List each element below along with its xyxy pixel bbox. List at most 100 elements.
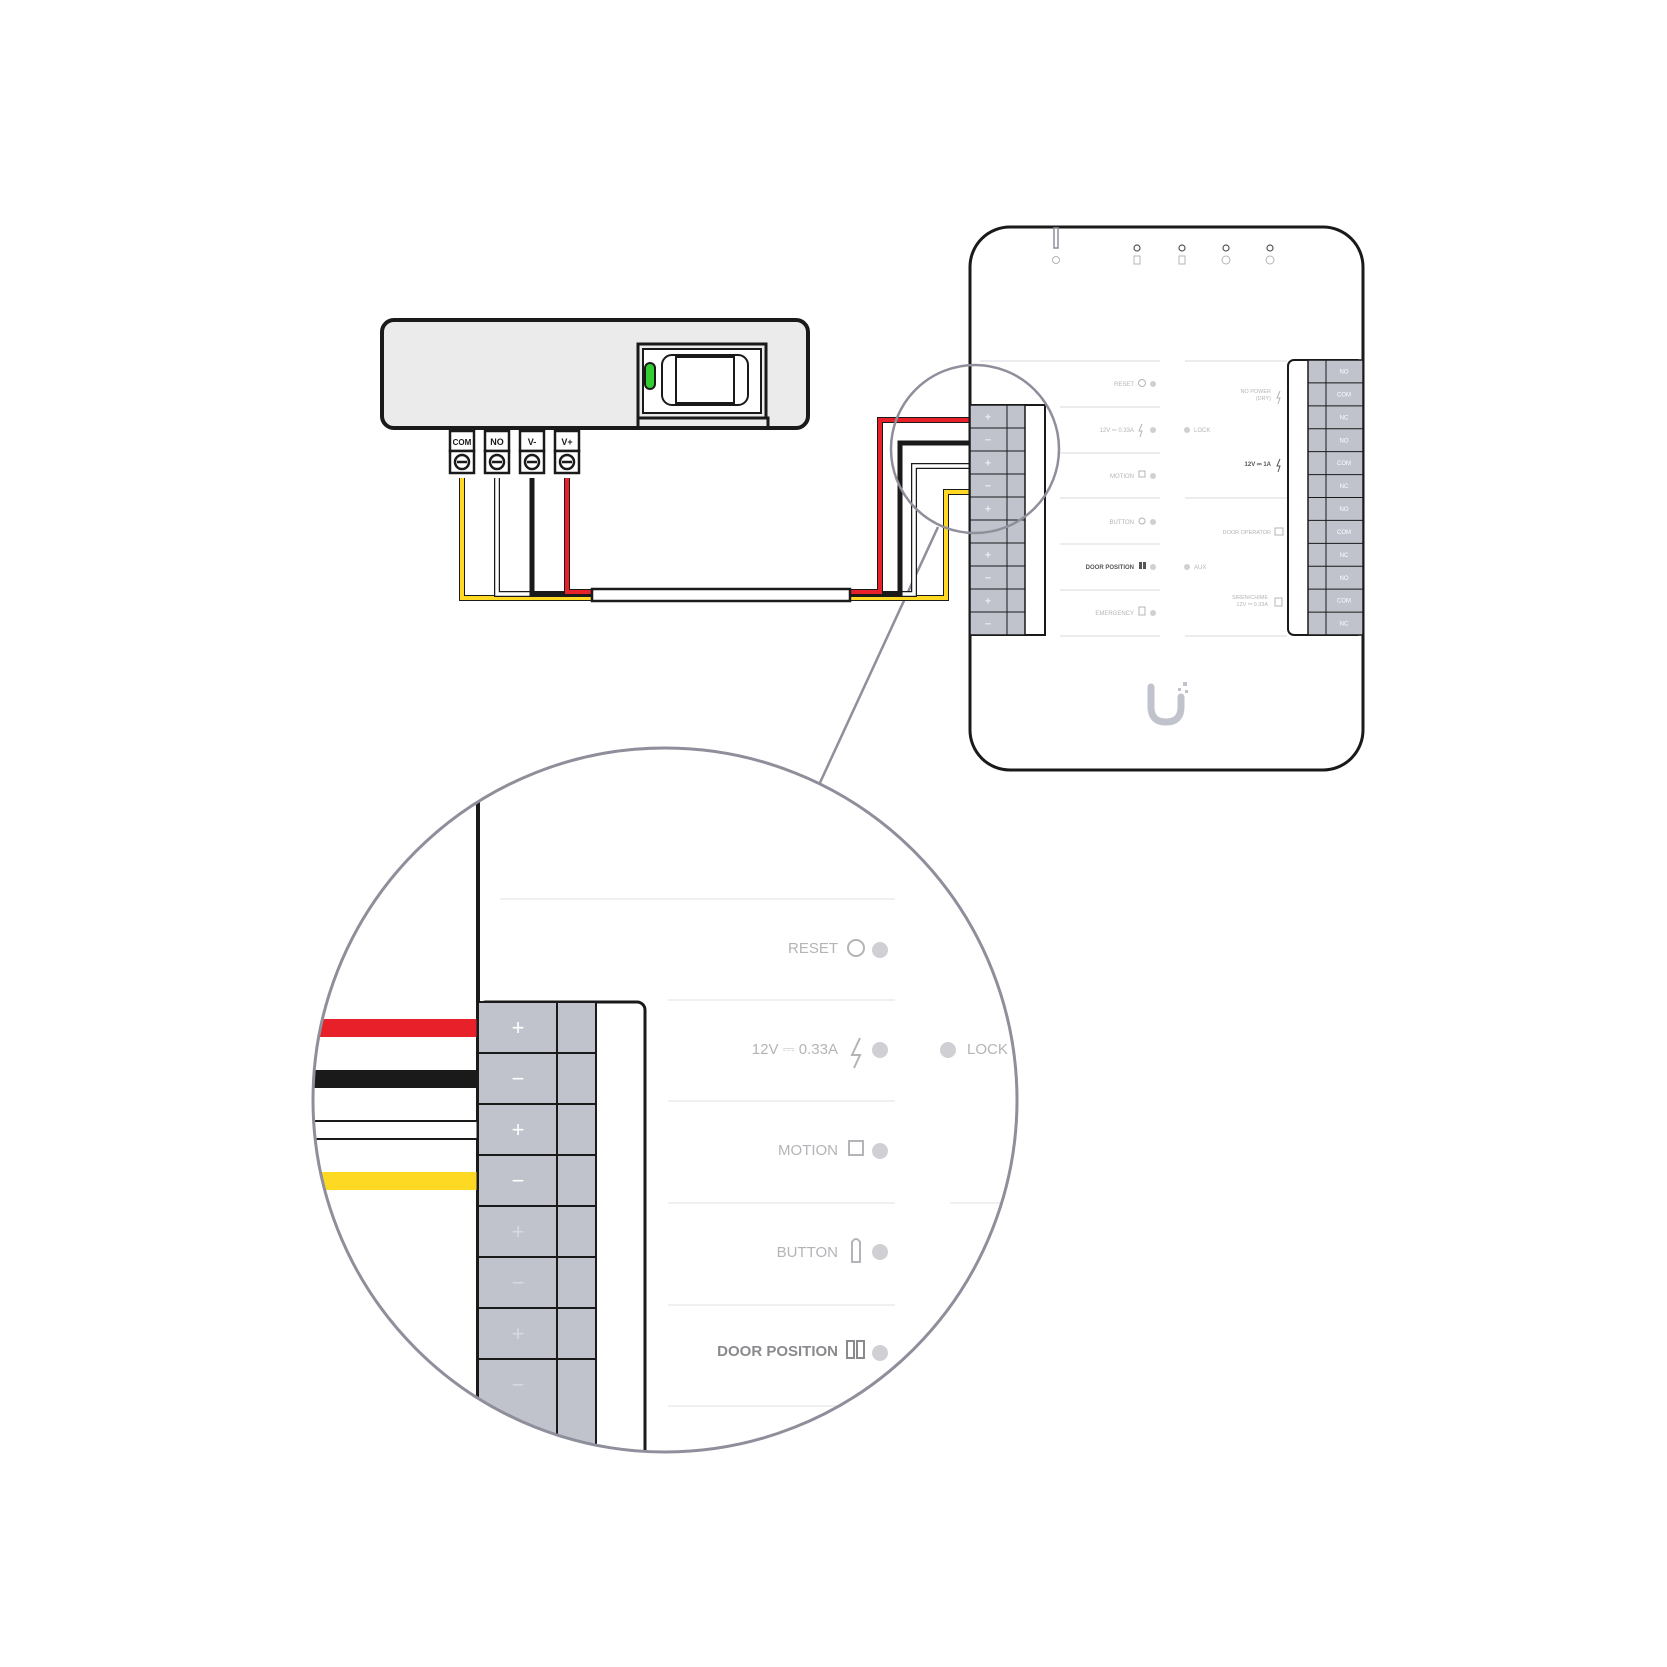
hub-left-pin-3: − (985, 480, 991, 492)
zoom-pin-3: − (512, 1168, 525, 1193)
hub-right-pin-6: NO (1340, 507, 1349, 513)
indicator-led (1133, 244, 1141, 252)
magnifier-ring-small (889, 363, 1061, 535)
zoom-wire-red (313, 1019, 478, 1037)
hub-label-siren-power: 12V ⎓ 0.33A (1236, 602, 1268, 608)
hub-right-pin-4: COM (1337, 461, 1351, 467)
zoom-label-lock: LOCK (967, 1041, 1008, 1058)
button-icon (1138, 517, 1146, 525)
status-led (644, 362, 656, 390)
indicator-led (1222, 244, 1230, 252)
hub-left-pin-0: + (985, 411, 991, 423)
door-position-icon (1143, 562, 1146, 569)
hub-label-door-operator: DOOR OPERATOR (1223, 530, 1271, 536)
zoom-label-motion: MOTION (778, 1142, 838, 1159)
sensor-terminal-no: NO (483, 429, 511, 475)
power-led (1053, 227, 1059, 249)
zoom-pin-6: + (512, 1321, 525, 1346)
zoom-pin-2: + (512, 1117, 525, 1142)
hub-left-pin-9: − (985, 618, 991, 630)
sensor-lens (661, 354, 749, 406)
zoom-label-door-position: DOOR POSITION (717, 1343, 838, 1360)
zoom-pin-0: + (512, 1015, 525, 1040)
hub-right-pin-2: NC (1340, 415, 1349, 421)
indicator-led (1266, 244, 1274, 252)
door-sensor: COM NO V- V+ (380, 318, 810, 475)
zoom-label-power: 12V ⎓ 0.33A (752, 1041, 838, 1058)
zoom-pin-7: − (512, 1372, 525, 1397)
reset-icon (1138, 379, 1146, 387)
magnifier-ring-large (311, 746, 1019, 1454)
hub-right-pin-1: COM (1337, 392, 1351, 398)
hub-left-pin-7: − (985, 572, 991, 584)
door-position-icon (856, 1340, 865, 1359)
door-icon (1133, 255, 1141, 265)
access-hub: +−+−+−+−+− RESET 12V ⎓ 0.33A MOTION BUTT… (968, 225, 1365, 772)
zoomed-view: + − + − + − + − RESET 12V ⎓ 0.33A LOCK MOTION B… (311, 746, 1019, 1454)
bolt-icon (1138, 423, 1143, 438)
bolt-icon (1276, 458, 1281, 473)
ubiquiti-logo-icon (1147, 682, 1188, 726)
door-icon (1178, 255, 1186, 265)
cable-jacket (590, 587, 852, 603)
hub-label-aux: AUX (1194, 565, 1206, 571)
zoom-pin-4: + (512, 1219, 525, 1244)
zoom-wire-white (313, 1120, 479, 1140)
sensor-wires (459, 417, 975, 603)
hub-label-supply: 12V ⎓ 1A (1245, 462, 1272, 468)
zoom-pin-1: − (512, 1066, 525, 1091)
reader-icon (1265, 255, 1275, 265)
terminal-label-vminus: V- (528, 437, 537, 447)
zoom-wire-black (313, 1070, 478, 1088)
hub-middle-labels: NO POWER (DRY) LOCK 12V ⎓ 1A DOOR OPERAT… (1184, 360, 1287, 637)
zoom-wire-yellow (313, 1172, 478, 1190)
no-power-icon (1276, 390, 1281, 405)
hub-label-button: BUTTON (1109, 520, 1134, 526)
zoom-label-button: BUTTON (777, 1244, 838, 1261)
door-operator-icon (1274, 527, 1284, 536)
button-icon (851, 1238, 861, 1263)
motion-icon (1138, 470, 1146, 478)
door-position-icon (846, 1340, 855, 1359)
hub-right-pin-7: COM (1337, 530, 1351, 536)
wire-black (529, 440, 975, 597)
hub-label-no-power: NO POWER (1240, 389, 1271, 395)
sensor-terminal-com: COM (448, 429, 476, 475)
hub-left-pin-1: − (985, 434, 991, 446)
terminal-label-vplus: V+ (561, 437, 572, 447)
siren-icon (1274, 597, 1283, 607)
hub-left-pin-4: + (985, 503, 991, 515)
hub-right-pin-3: NO (1340, 438, 1349, 444)
hub-label-reset: RESET (1114, 382, 1134, 388)
hub-right-pin-0: NO (1340, 370, 1349, 376)
power-icon (1052, 256, 1060, 264)
hub-label-lock: LOCK (1194, 428, 1210, 434)
hub-label-emergency: EMERGENCY (1095, 611, 1134, 617)
hub-left-pin-6: + (985, 549, 991, 561)
indicator-led (1178, 244, 1186, 252)
hub-left-pin-2: + (985, 457, 991, 469)
hub-label-power: 12V ⎓ 0.33A (1100, 428, 1134, 434)
hub-label-dry: (DRY) (1256, 396, 1271, 402)
door-position-icon (1139, 562, 1142, 569)
motion-icon (848, 1140, 864, 1156)
terminal-label-no: NO (490, 437, 504, 447)
hub-label-door-position: DOOR POSITION (1086, 565, 1134, 571)
hub-label-motion: MOTION (1110, 474, 1134, 480)
hub-left-pin-8: + (985, 595, 991, 607)
hub-right-pin-9: NO (1340, 576, 1349, 582)
hub-label-siren: SIREN/CHIME (1232, 595, 1268, 601)
zoom-connector-line (816, 526, 940, 788)
zoom-pin-5: − (512, 1270, 525, 1295)
hub-left-labels: RESET 12V ⎓ 0.33A MOTION BUTTON DOOR POS… (980, 360, 1160, 637)
zoom-label-reset: RESET (788, 940, 838, 957)
hub-right-pin-8: NC (1340, 553, 1349, 559)
hub-right-pin-11: NC (1340, 622, 1349, 628)
hub-left-terminal-block: +−+−+−+−+− (969, 404, 1046, 636)
emergency-icon (1138, 606, 1146, 616)
sensor-terminal-vminus: V- (518, 429, 546, 475)
sensor-terminal-vplus: V+ (553, 429, 581, 475)
hub-right-pin-5: NC (1340, 484, 1349, 490)
